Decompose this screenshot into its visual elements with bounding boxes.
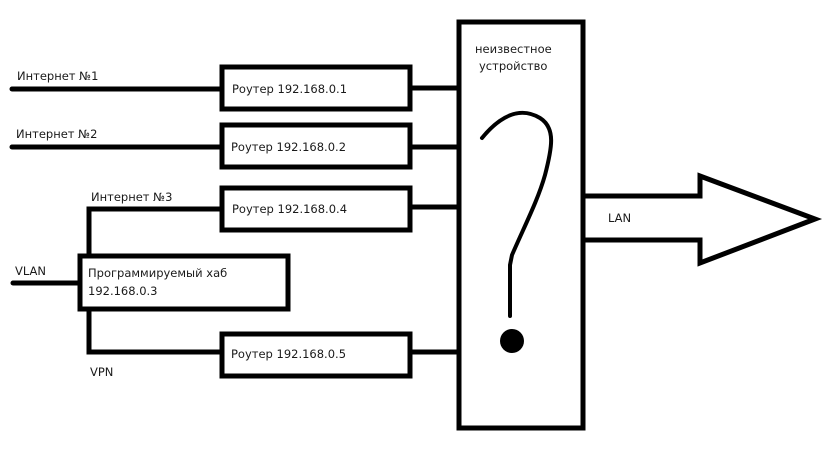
- hub-label-line-2: 192.168.0.3: [88, 284, 158, 298]
- vlan-label: VLAN: [15, 264, 46, 278]
- unknown-device-label-line-1: неизвестное: [475, 42, 552, 56]
- router-5-label: Роутер 192.168.0.5: [231, 347, 346, 361]
- question-mark-icon: [480, 110, 554, 318]
- internet-3-label: Интернет №3: [91, 190, 172, 204]
- router-4-label: Роутер 192.168.0.4: [232, 202, 347, 216]
- unknown-device-box: [456, 19, 586, 431]
- internet-1-label: Интернет №1: [17, 69, 98, 83]
- internet-3-line: [86, 206, 222, 256]
- vpn-line: [86, 309, 222, 355]
- hub-box: [77, 253, 291, 312]
- lan-arrow: [583, 172, 823, 267]
- router-box-5: [219, 331, 413, 379]
- vpn-label: VPN: [90, 365, 113, 379]
- unknown-device-label-line-2: устройство: [479, 59, 547, 73]
- hub-label-line-1: Программируемый хаб: [88, 266, 227, 280]
- question-mark-dot-icon: [500, 329, 524, 353]
- internet-2-label: Интернет №2: [16, 127, 97, 141]
- lan-label: LAN: [608, 211, 631, 225]
- router-1-label: Роутер 192.168.0.1: [232, 82, 347, 96]
- router-2-label: Роутер 192.168.0.2: [231, 140, 346, 154]
